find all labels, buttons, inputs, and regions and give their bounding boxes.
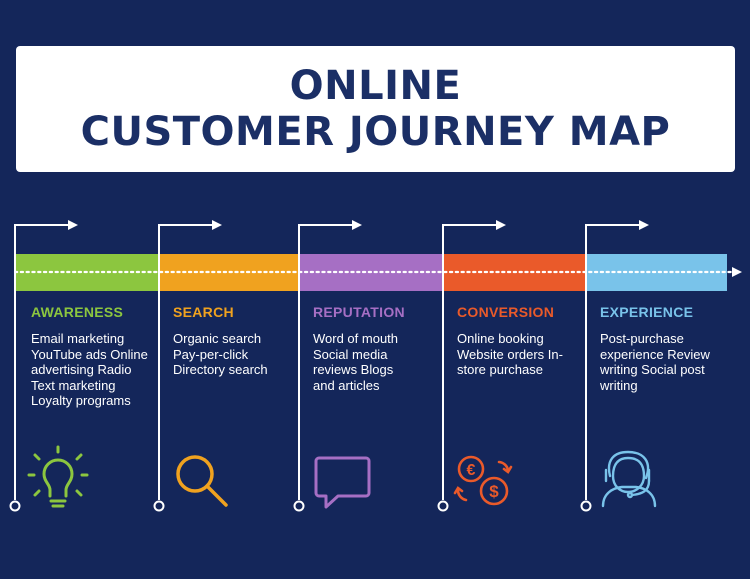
stage-marker-reputation xyxy=(293,220,362,512)
stage-description-search: Organic search Pay-per-click Directory s… xyxy=(173,331,268,377)
dollar-glyph: $ xyxy=(489,482,499,501)
stage-description-conversion: Online booking Website orders In-store p… xyxy=(457,331,563,377)
stage-title-experience: EXPERIENCE xyxy=(600,304,694,320)
stage-marker-awareness xyxy=(9,220,78,512)
currency-exchange-icon xyxy=(453,455,513,506)
stage-title-awareness: AWARENESS xyxy=(31,304,124,320)
stage-title-reputation: REPUTATION xyxy=(313,304,405,320)
stage-marker-search xyxy=(153,220,222,512)
speech-bubble-icon xyxy=(314,456,371,509)
page-title-line-1: ONLINE xyxy=(289,63,462,109)
stage-marker-conversion xyxy=(437,220,506,512)
stage-title-search: SEARCH xyxy=(173,304,234,320)
stage-description-experience: Post-purchase experience Review writing … xyxy=(600,331,710,393)
stage-description-reputation: Word of mouth Social media reviews Blogs… xyxy=(313,331,399,393)
support-agent-icon xyxy=(601,450,657,508)
stage-description-awareness: Email marketing YouTube ads Online adver… xyxy=(31,331,148,408)
stage-marker-experience xyxy=(580,220,649,512)
lightbulb-icon xyxy=(27,445,89,508)
euro-glyph: € xyxy=(467,462,476,479)
page-title-line-2: CUSTOMER JOURNEY MAP xyxy=(80,109,671,155)
magnifier-icon xyxy=(176,455,228,507)
timeline-arrowhead xyxy=(732,267,742,277)
stage-title-conversion: CONVERSION xyxy=(457,304,555,320)
title-banner: ONLINE CUSTOMER JOURNEY MAP xyxy=(16,46,735,172)
